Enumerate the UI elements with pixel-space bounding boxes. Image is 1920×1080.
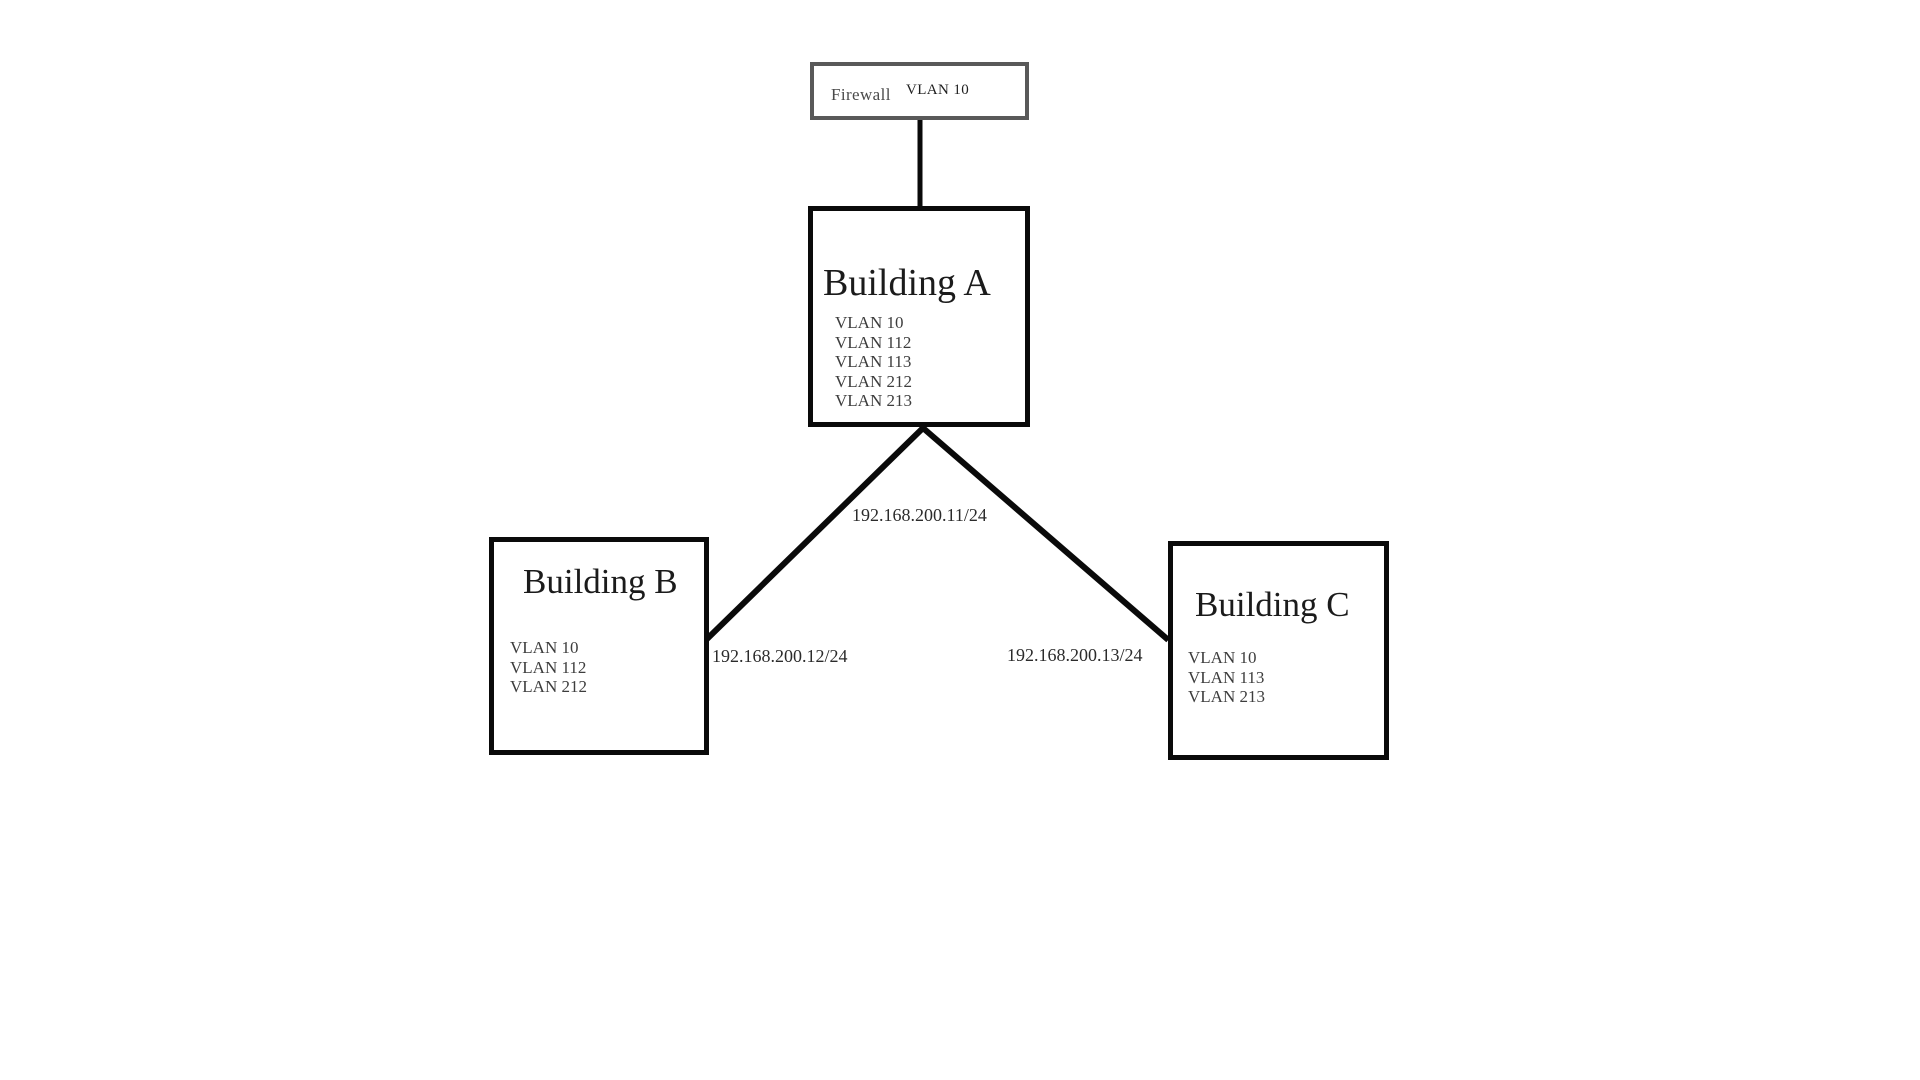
link-building-a-to-building-c <box>918 423 1171 643</box>
vlan-item: VLAN 113 <box>835 352 912 371</box>
ip-label-building-b-link: 192.168.200.12/24 <box>712 646 848 666</box>
building-a-title: Building A <box>823 262 991 304</box>
vlan-item: VLAN 10 <box>510 638 579 657</box>
ip-label-building-c-link: 192.168.200.13/24 <box>1007 645 1143 665</box>
vlan-item: VLAN 112 <box>510 657 587 677</box>
vlan-item: VLAN 112 <box>835 332 912 352</box>
vlan-item: VLAN 10 <box>835 313 904 332</box>
firewall-label: Firewall <box>831 85 891 104</box>
link-building-a-to-building-b <box>704 423 928 642</box>
building-b-title: Building B <box>523 562 678 601</box>
firewall-vlan-label: VLAN 10 <box>906 82 970 98</box>
vlan-item: VLAN 213 <box>835 391 912 410</box>
ip-label-building-a-uplink: 192.168.200.11/24 <box>852 505 987 525</box>
firewall-node[interactable]: Firewall VLAN 10 <box>810 62 1029 120</box>
vlan-item: VLAN 213 <box>1188 687 1265 706</box>
vlan-item: VLAN 113 <box>1188 667 1265 687</box>
vlan-item: VLAN 212 <box>835 371 912 391</box>
vlan-item: VLAN 10 <box>1188 648 1257 667</box>
building-c-title: Building C <box>1195 585 1350 624</box>
vlan-item: VLAN 212 <box>510 677 587 696</box>
